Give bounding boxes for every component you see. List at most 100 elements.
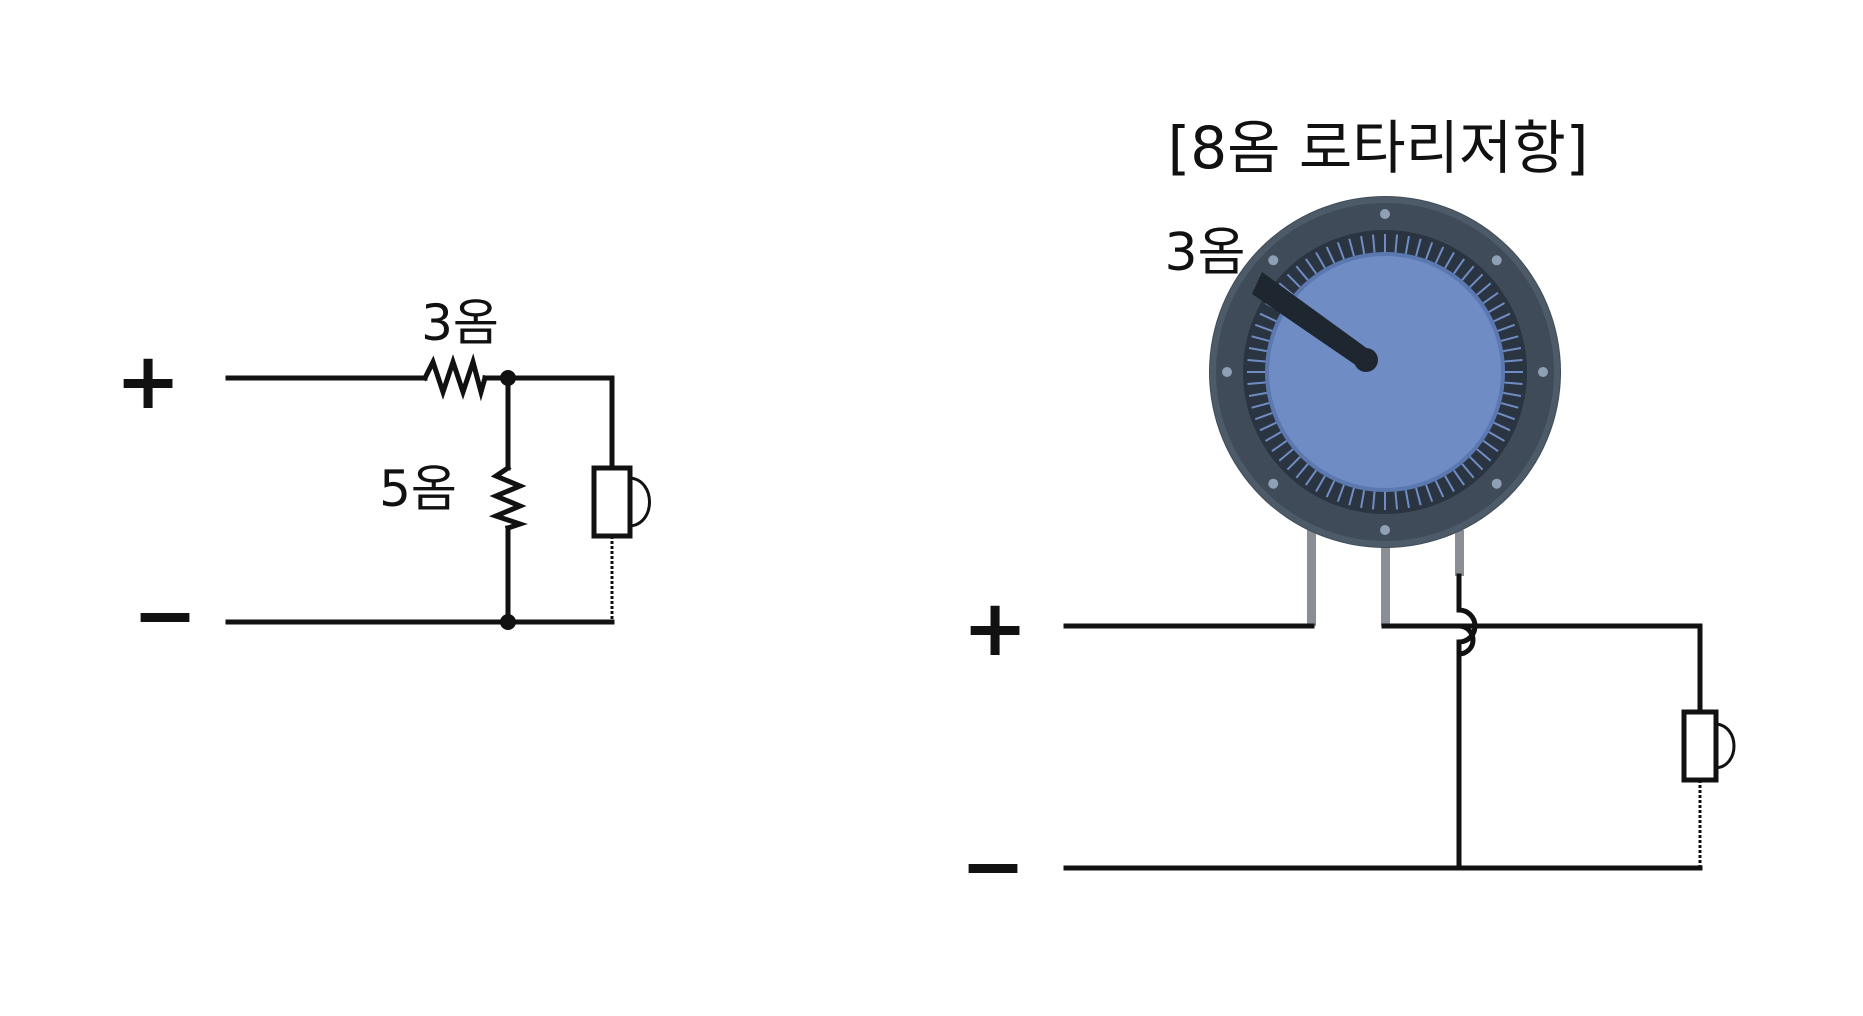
rotary-tick [1453,469,1465,486]
rotary-tick [1336,484,1345,503]
rotary-tick [1360,235,1366,254]
rotary-tick [1305,258,1317,275]
rotary-tick [1461,463,1475,479]
left-circuit: + − 3옴 5옴 [115,294,651,661]
rotary-tick [1476,282,1492,296]
rotary-tick [1444,475,1455,493]
rotary-rim-dot [1222,367,1232,377]
rotary-tick [1453,258,1465,275]
rotary-knob-label: 3옴 [1165,223,1246,283]
rotary-tick [1371,234,1376,253]
right-plus-label: + [962,584,1027,674]
right-bulb-body [1681,709,1719,783]
rotary-tick [1259,312,1277,323]
rotary-tick [1259,421,1277,432]
rotary-tick [1500,402,1519,409]
rotary-tick [1482,292,1499,304]
left-shunt-resistor [488,464,528,532]
rotary-tick [1504,381,1523,386]
rotary-title: [8옴 로타리저항] [1168,114,1589,182]
rotary-knob-face [1267,254,1503,490]
rotary-tick [1254,412,1273,421]
rotary-tick [1286,456,1301,471]
left-bulb-dome [629,476,651,528]
rotary-tick [1247,358,1266,363]
rotary-tick [1360,490,1366,509]
left-junction-bottom [500,614,516,630]
rotary-tick [1497,323,1516,332]
rotary-pin-right [1455,530,1464,576]
rotary-tick [1325,246,1336,264]
rotary-rim-dot [1491,478,1502,489]
rotary-tick [1295,463,1309,479]
rotary-tick [1503,391,1522,397]
rotary-tick [1425,484,1434,503]
rotary-tick [1493,312,1511,323]
rotary-rim-dot [1491,255,1502,266]
left-top-wire [225,375,615,471]
rotary-pin-middle [1381,530,1390,626]
rotary-tick [1248,347,1267,353]
rotary-tick [1286,273,1301,288]
rotary-tick [1444,251,1455,269]
rotary-tick [1434,246,1445,264]
rotary-tick [1469,456,1484,471]
rotary-tick [1488,431,1506,442]
rotary-tick [1315,475,1326,493]
rotary-tick [1415,487,1422,506]
rotary-tick [1251,402,1270,409]
rotary-rim-dot [1538,367,1548,377]
rotary-tick [1394,491,1399,510]
left-series-resistor-label: 3옴 [421,294,499,352]
rotary-tick [1504,358,1523,363]
rotary-tick [1264,431,1282,442]
rotary-tick [1500,335,1519,342]
rotary-tick [1278,448,1294,462]
rotary-knob [1209,196,1561,548]
rotary-tick [1497,412,1516,421]
rotary-rim-dot [1268,478,1279,489]
rotary-tick [1404,490,1410,509]
rotary-tick [1371,491,1376,510]
right-wiper-wire [1456,573,1478,871]
rotary-tick [1425,241,1434,260]
rotary-rim-dot [1380,525,1390,535]
rotary-tick [1247,381,1266,386]
rotary-tick [1271,440,1288,452]
rotary-tick [1482,440,1499,452]
rotary-tick [1415,238,1422,257]
rotary-tick [1394,234,1399,253]
rotary-tick [1476,448,1492,462]
rotary-tick [1254,323,1273,332]
rotary-tick [1503,347,1522,353]
rotary-tick [1488,302,1506,313]
rotary-tick [1336,241,1345,260]
rotary-tick [1404,235,1410,254]
rotary-tick [1248,391,1267,397]
rotary-tick [1295,265,1309,281]
rotary-tick [1434,480,1445,498]
rotary-pin-left [1307,530,1316,626]
right-circuit: [8옴 로타리저항] 3옴 + − [960,114,1736,912]
rotary-tick [1348,487,1355,506]
right-bulb-dome [1715,722,1736,770]
rotary-tick [1469,273,1484,288]
rotary-tick [1315,251,1326,269]
right-top-wire-right [1381,623,1703,715]
left-bulb-body [591,465,633,539]
rotary-pointer [1252,272,1372,368]
rotary-tick [1305,469,1317,486]
left-plus-label: + [115,337,180,427]
left-series-resistor [421,353,489,402]
left-minus-label: − [132,571,197,661]
rotary-rim-dots [1222,209,1548,535]
rotary-rim-dot [1380,209,1390,219]
rotary-tick [1461,265,1475,281]
rotary-tick [1325,480,1336,498]
left-shunt-resistor-label: 5옴 [379,460,457,518]
rotary-tick [1348,238,1355,257]
right-minus-label: − [960,822,1025,912]
rotary-tick [1493,421,1511,432]
rotary-tick [1251,335,1270,342]
